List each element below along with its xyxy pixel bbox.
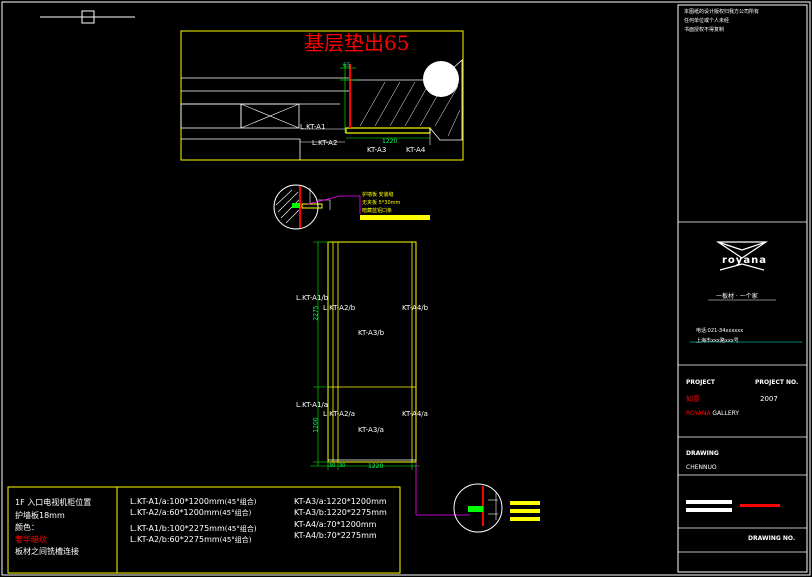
project-value: 如意: [686, 395, 700, 403]
spec-value: 60*2275mm: [169, 535, 220, 544]
callout-note-1: 护墙板 安装缝: [362, 192, 394, 198]
label-lkt-a1: L.KT-A1: [300, 123, 326, 131]
elev-kt-a4b: KT-A4/b: [402, 304, 429, 312]
info-line-4: 奢华暗纹: [15, 535, 47, 544]
tb-note-1: 本图纸的设计版权归我方公司所有: [684, 9, 760, 15]
spec-col2-row-0: KT-A3/a:1220*1200mm: [294, 498, 387, 506]
spec-note: (45°组合): [224, 525, 257, 533]
spec-col1-row-1: L.KT-A2/a:60*1200mm(45°组合): [130, 509, 251, 517]
gallery-text: GALLERY: [712, 410, 740, 417]
tb-note-3: 书面授权不得复制: [684, 27, 725, 33]
callout-note-2: 无夹板 5*30mm: [362, 200, 401, 206]
callout-detail-top: [273, 184, 430, 230]
spec-col2-row-3: KT-A4/b:70*2275mm: [294, 532, 377, 540]
spec-label: KT-A4/b:: [294, 531, 327, 540]
elev-lkt-a2b: L.KT-A2/b: [323, 304, 356, 312]
contact-line-1: 电话:021-34xxxxxx: [696, 328, 744, 334]
elev-kt-a3b: KT-A3/b: [358, 329, 385, 337]
drawing-value: CHENNUO: [686, 464, 717, 471]
dim-1220: 1220: [368, 463, 384, 470]
project-no-label: PROJECT NO.: [755, 379, 799, 386]
spec-value: 100*1200mm: [169, 497, 225, 506]
dim-65: 65: [343, 62, 351, 69]
callout-note-3: 暗藏蓝铝口条: [362, 208, 393, 214]
dim-1200: 1200: [312, 417, 320, 433]
info-line-5: 板材之间铣槽连接: [15, 547, 79, 556]
spec-value: 100*2275mm: [169, 524, 225, 533]
dim-30-left: 30: [329, 463, 336, 469]
pipe-circle: [423, 61, 459, 97]
dim-2275: 2275: [312, 305, 320, 321]
elev-kt-a4a: KT-A4/a: [402, 410, 428, 418]
top-section-detail: [180, 30, 464, 161]
label-lkt-a2: L.KT-A2: [312, 139, 338, 147]
contact-line-2: 上海市xxx路xxx号: [696, 338, 739, 344]
project-label: PROJECT: [686, 379, 715, 386]
detail-title: 基层垫出65: [304, 31, 410, 55]
info-line-1: 1F 入口电视机柜位置: [15, 498, 92, 507]
spec-note: (45°组合): [219, 536, 252, 544]
project-no-value: 2007: [760, 395, 778, 403]
spec-value: 70*2275mm: [326, 531, 377, 540]
spec-label: KT-A3/b:: [294, 508, 327, 517]
spec-label: L.KT-A1/a:: [130, 497, 170, 506]
elevation-drawing: [310, 241, 470, 516]
gallery-brand: ROYANA: [686, 410, 711, 417]
spec-value: 1220*2275mm: [326, 508, 387, 517]
spec-label: L.KT-A2/b:: [130, 535, 170, 544]
spec-value: 60*1200mm: [169, 508, 220, 517]
dim-1220-top: 1220: [382, 138, 398, 145]
spec-col1-row-0: L.KT-A1/a:100*1200mm(45°组合): [130, 498, 256, 506]
gallery-line: ROYANA GALLERY: [686, 411, 739, 417]
spec-col1-row-2: L.KT-A1/b:100*2275mm(45°组合): [130, 525, 257, 533]
logo-text: royana: [722, 255, 767, 266]
label-kt-a4: KT-A4: [406, 146, 426, 154]
info-line-3: 颜色：: [15, 523, 39, 532]
spec-col2-row-2: KT-A4/a:70*1200mm: [294, 521, 376, 529]
callout-highlight-bar: [360, 215, 430, 220]
callout-detail-bottom: [453, 483, 540, 533]
drawing-label: DRAWING: [686, 450, 719, 457]
tb-note-2: 任何单位或个人未经: [684, 18, 730, 24]
royana-logo-mark: [716, 241, 768, 271]
drawing-no-label: DRAWING NO.: [748, 535, 796, 542]
label-kt-a3: KT-A3: [367, 146, 387, 154]
spec-note: (45°组合): [219, 509, 252, 517]
elev-kt-a3a: KT-A3/a: [358, 426, 384, 434]
elev-lkt-a2a: L.KT-A2/a: [323, 410, 356, 418]
info-box-frame: [7, 486, 401, 574]
spec-col1-row-3: L.KT-A2/b:60*2275mm(45°组合): [130, 536, 252, 544]
spec-label: L.KT-A2/a:: [130, 508, 170, 517]
spec-value: 1220*1200mm: [326, 497, 387, 506]
scale-marker: [81, 10, 95, 24]
spec-value: 70*1200mm: [326, 520, 377, 529]
elev-lkt-a1a: L.KT-A1/a: [296, 401, 329, 409]
spec-label: L.KT-A1/b:: [130, 524, 170, 533]
logo-slogan: 一板材 · 一个家: [716, 293, 758, 300]
title-block-frame: [677, 4, 808, 573]
dim-30-right: 30: [339, 463, 346, 469]
elev-lkt-a1b: L.KT-A1/b: [296, 294, 329, 302]
spec-col2-row-1: KT-A3/b:1220*2275mm: [294, 509, 387, 517]
spec-note: (45°组合): [224, 498, 257, 506]
spec-label: KT-A4/a:: [294, 520, 327, 529]
spec-label: KT-A3/a:: [294, 497, 327, 506]
info-line-2: 护墙板18mm: [15, 511, 65, 520]
